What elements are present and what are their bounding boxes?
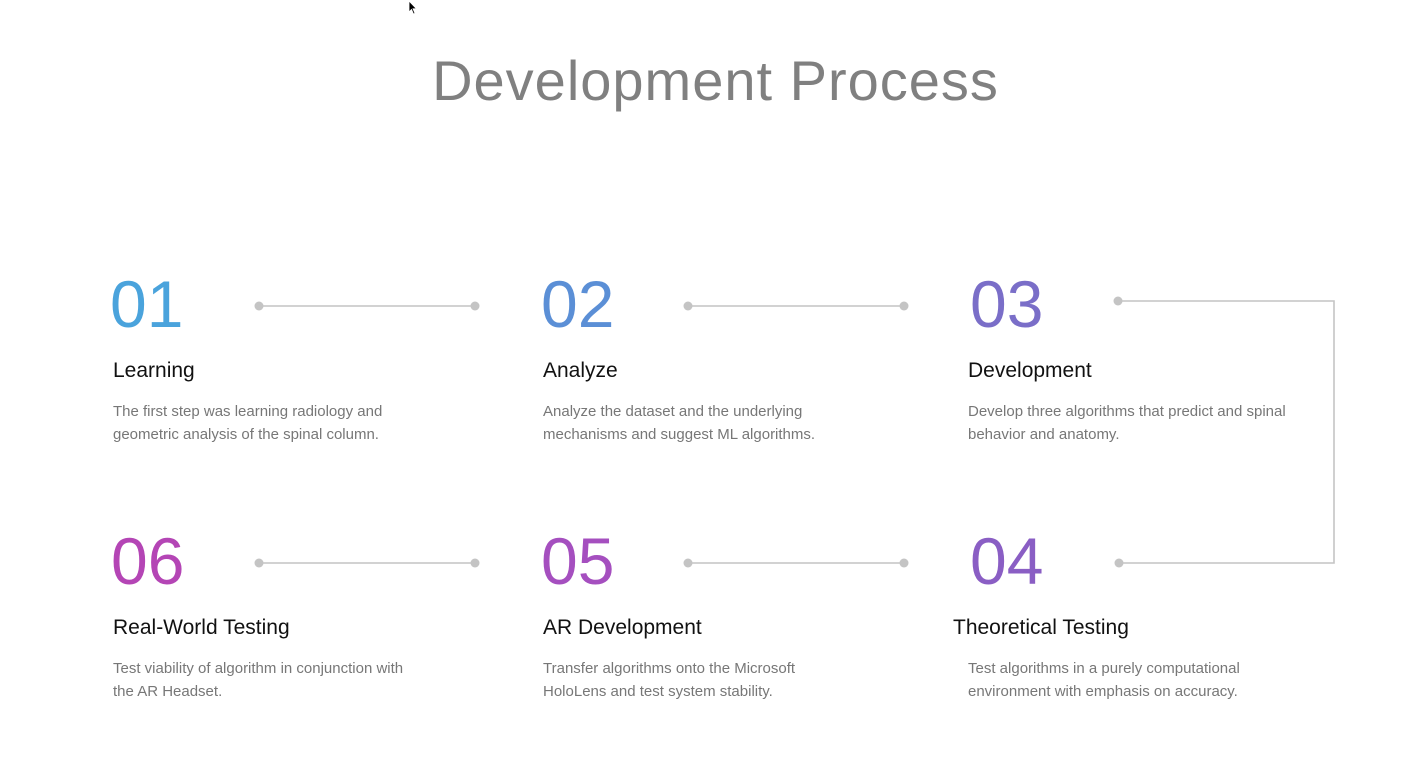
step-heading: Development bbox=[968, 359, 1092, 382]
connector-dot bbox=[470, 301, 480, 311]
connector-dot bbox=[899, 301, 909, 311]
connector-03-04 bbox=[1118, 300, 1335, 564]
step-06: 06 Real-World Testing Test viability of … bbox=[111, 524, 473, 700]
page-title: Development Process bbox=[432, 49, 999, 112]
step-03: 03 Development Develop three algorithms … bbox=[968, 267, 1328, 443]
connector-dot bbox=[1113, 296, 1123, 306]
step-description: Develop three algorithms that predict an… bbox=[968, 403, 1286, 443]
step-heading: AR Development bbox=[543, 616, 702, 639]
step-01: 01 Learning The first step was learning … bbox=[110, 267, 473, 443]
mouse-cursor-icon bbox=[408, 0, 418, 21]
step-description: Transfer algorithms onto the Microsoft H… bbox=[543, 660, 796, 700]
step-description: Analyze the dataset and the underlying m… bbox=[543, 403, 816, 443]
step-number: 03 bbox=[970, 267, 1044, 341]
step-number: 06 bbox=[111, 524, 185, 598]
step-description: The first step was learning radiology an… bbox=[113, 403, 383, 443]
connector-dot bbox=[254, 301, 264, 311]
step-02: 02 Analyze Analyze the dataset and the u… bbox=[541, 267, 903, 443]
connector-dot bbox=[683, 558, 693, 568]
step-heading: Theoretical Testing bbox=[953, 616, 1129, 639]
step-04: 04 Theoretical Testing Test algorithms i… bbox=[953, 524, 1328, 700]
step-heading: Learning bbox=[113, 359, 195, 382]
step-description: Test viability of algorithm in conjuncti… bbox=[113, 660, 404, 700]
connector-dot bbox=[683, 301, 693, 311]
step-number: 01 bbox=[110, 267, 184, 341]
step-number: 05 bbox=[541, 524, 615, 598]
connector-dot bbox=[1114, 558, 1124, 568]
step-description: Test algorithms in a purely computationa… bbox=[968, 660, 1240, 700]
step-number: 02 bbox=[541, 267, 615, 341]
connector-dot bbox=[470, 558, 480, 568]
connector-dot bbox=[254, 558, 264, 568]
step-number: 04 bbox=[970, 524, 1044, 598]
connector-dot bbox=[899, 558, 909, 568]
step-05: 05 AR Development Transfer algorithms on… bbox=[541, 524, 903, 700]
step-heading: Real-World Testing bbox=[113, 616, 290, 639]
step-heading: Analyze bbox=[543, 359, 618, 382]
